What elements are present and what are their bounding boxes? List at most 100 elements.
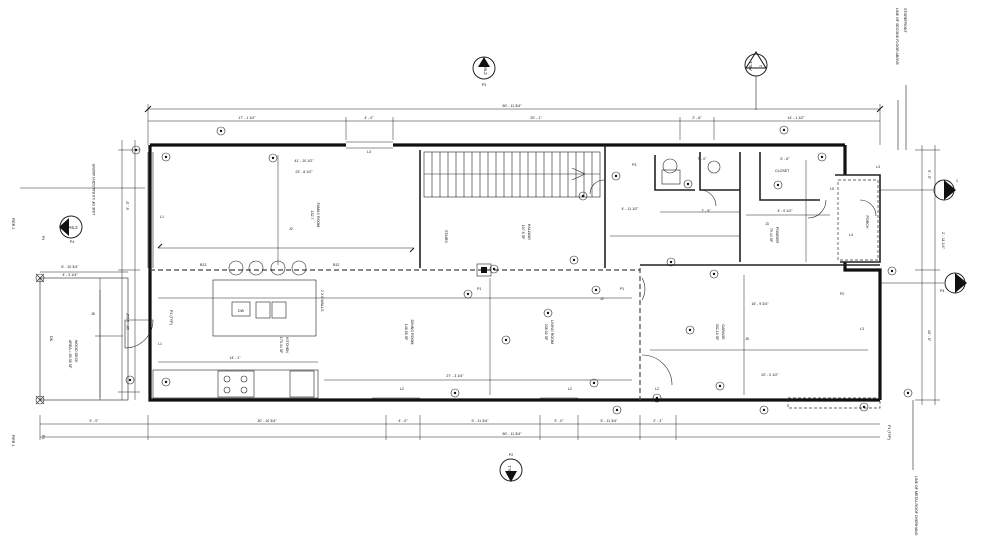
svg-text:P3: P3 [482,83,486,87]
section-marker-bottom-center[interactable]: A5.1 P2 [499,453,523,482]
svg-text:HALLWAY: HALLWAY [527,224,531,241]
pier-2[interactable]: PIER 2 P4 [11,218,45,283]
svg-text:4' - 0 1/2": 4' - 0 1/2" [777,209,793,213]
svg-text:2' - 11 1/4": 2' - 11 1/4" [941,232,945,250]
svg-text:P1 (TYP): P1 (TYP) [169,310,173,325]
svg-text:16' - 9 3/4": 16' - 9 3/4" [751,302,769,306]
tag-mark [779,125,789,135]
pier-1[interactable]: PIER 1 P4 [11,395,45,446]
svg-text:132.7: 132.7 [310,211,314,220]
svg-text:L1: L1 [160,215,164,219]
svg-text:P2: P2 [840,292,844,296]
svg-text:LINE OF SECOND FLOOR ABOVE: LINE OF SECOND FLOOR ABOVE [895,8,899,66]
interior-walls [150,145,881,400]
svg-text:7' - 9": 7' - 9" [701,209,711,213]
tag-mark [489,264,499,274]
room-label-hallway: HALLWAY 107.6 SF 4' - 11 1/2" [521,207,639,241]
kitchen-island: DW [212,279,317,337]
tag-mark [715,381,725,391]
tag-mark-dot [492,267,496,271]
svg-text:14' - 1 1/2": 14' - 1 1/2" [787,116,805,120]
right-dimension-strings: 9' - 5" 2' - 11 1/4" 10' - 6" [915,145,945,405]
tag-mark-dot [614,174,618,178]
tag-mark [612,405,622,415]
svg-text:STAIRS: STAIRS [444,230,448,243]
room-label-family: FAMILY ROOM 132.7 41' - 10 1/2" 23' - 8 … [294,159,320,227]
svg-text:27' - 3 1/4": 27' - 3 1/4" [446,374,464,378]
section-marker-left[interactable]: A5.2 P4 [59,215,83,244]
tag-mark-dot [669,260,673,264]
tag-mark-dot [782,128,786,132]
svg-text:6' - 10 3/4": 6' - 10 3/4" [61,265,79,269]
section-marker-top-center[interactable]: A5.2 P3 [472,56,496,87]
svg-text:P4: P4 [41,435,45,439]
svg-text:AREA = 85.38 SF: AREA = 85.38 SF [68,340,72,369]
svg-text:L2: L2 [655,387,659,391]
section-marker-top-right[interactable]: A5.1 2 [744,51,768,110]
svg-text:L2: L2 [568,387,572,391]
svg-text:J3: J3 [765,222,769,226]
svg-text:PIER 2: PIER 2 [11,218,15,229]
tag-mark-dot [546,311,550,315]
svg-text:P4: P4 [940,289,944,293]
tag-mark [501,335,511,345]
tag-mark [569,255,579,265]
tag-mark-dot [688,328,692,332]
tag-mark-dot [686,182,690,186]
exterior-walls [147,141,882,402]
grid-tags: P1 (TYP) P1 P1 P2 P3 P1 (TYP) [169,163,891,440]
tag-mark [216,126,226,136]
wall-type-labels: L3 L2 L1 L1 L3 L2 L2 L3 L5 L4 J2 J2 J3 J… [91,150,880,391]
tag-mark [161,152,171,162]
section-marker-right-lower[interactable]: A5.1 P4 [940,272,967,294]
tag-mark [268,153,278,163]
note-second-floor: LINE OF SECOND FLOOR ABOVE [895,8,899,150]
svg-text:A5.1: A5.1 [954,282,958,289]
svg-text:9' - 5": 9' - 5" [126,200,130,210]
fireplace [476,263,492,277]
bottom-dimension-strings: 60' - 11 3/4" 9' - 0" 30' - 10 3/4" 4' -… [39,415,880,440]
tag-mark [685,325,695,335]
svg-text:4' - 3 1/4": 4' - 3 1/4" [62,273,78,277]
svg-text:2' - 6": 2' - 6" [692,116,702,120]
tag-mark [759,405,769,415]
tag-mark-dot [718,384,722,388]
room-label-kitchen: KITCHEN 173.44 SF 14' - 1" [229,337,289,360]
tag-mark-dot [504,338,508,342]
svg-text:J5: J5 [745,337,749,341]
svg-text:P1: P1 [477,287,481,291]
svg-text:4' - 0": 4' - 0" [398,419,408,423]
powder-fixtures [661,158,721,185]
svg-text:3' - 0": 3' - 0" [554,419,564,423]
svg-text:41' - 10 1/2": 41' - 10 1/2" [294,159,314,163]
tag-mark-dot [594,288,598,292]
tag-mark-dot [164,380,168,384]
svg-text:L3: L3 [860,327,864,331]
svg-text:107.6 SF: 107.6 SF [521,225,525,240]
tag-mark-dot [581,194,585,198]
svg-text:17' - 1 1/2": 17' - 1 1/2" [238,116,256,120]
tag-mark [773,180,783,190]
tag-mark [591,285,601,295]
tag-mark [125,375,135,385]
svg-text:J2: J2 [600,297,604,301]
svg-text:A5.2: A5.2 [68,225,78,230]
svg-text:DW: DW [238,309,245,313]
tag-mark [666,257,676,267]
tag-mark-dot [271,156,275,160]
svg-text:2 X 6 WALLS: 2 X 6 WALLS [320,290,324,312]
svg-text:LINE OF METAL ROOF OVERHANG: LINE OF METAL ROOF OVERHANG [914,476,918,536]
tag-mark [578,191,588,201]
svg-text:PIER 1: PIER 1 [11,435,15,446]
section-marker-right-upper[interactable]: A5.1 1 [933,179,958,201]
tag-mark-dot [776,183,780,187]
svg-text:L3: L3 [367,150,371,154]
note-walls: 2 X 6 WALLS B13 B12 [200,263,339,312]
note-metal-roof: LINE OF METAL ROOF OVERHANG [912,400,918,536]
svg-text:5' - 6": 5' - 6" [780,157,790,161]
tag-mark-dot [615,408,619,412]
svg-text:20' - 0 1/2": 20' - 0 1/2" [761,373,779,377]
svg-text:2' - 3": 2' - 3" [653,419,663,423]
svg-text:J2: J2 [289,227,293,231]
svg-text:POWDER: POWDER [775,227,779,244]
